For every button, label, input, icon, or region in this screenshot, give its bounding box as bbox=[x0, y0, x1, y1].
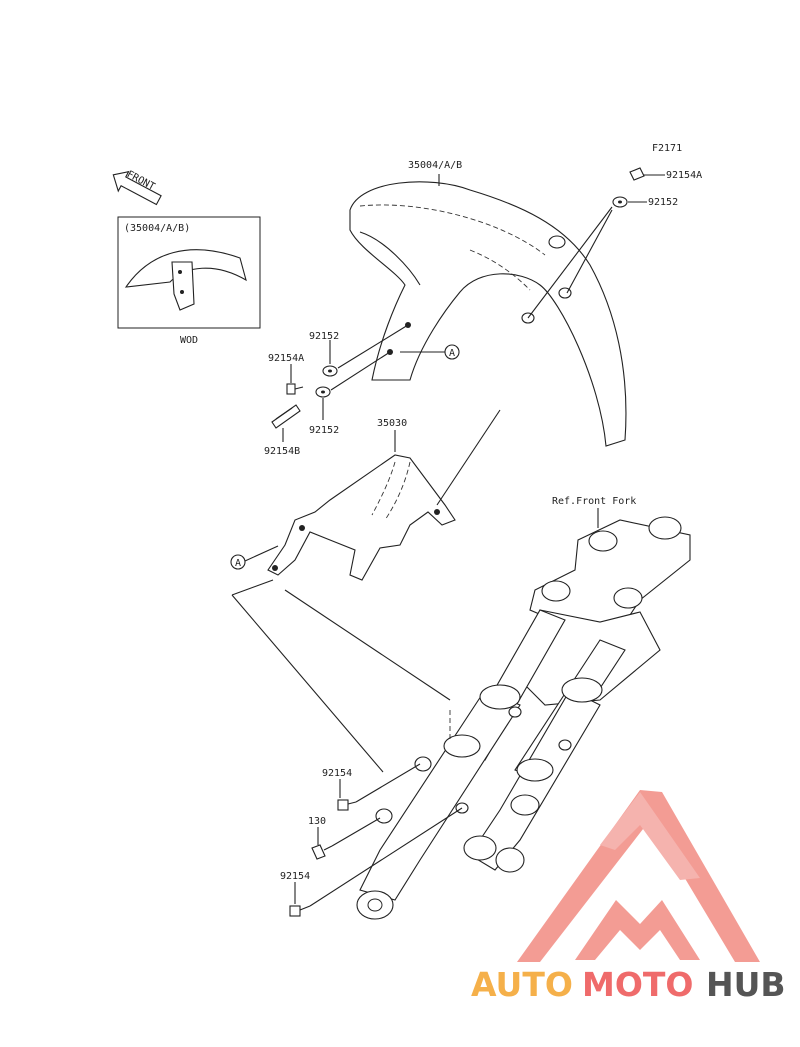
label-bolt-b: 92154B bbox=[264, 446, 300, 457]
callout-a-upper bbox=[444, 344, 460, 360]
bolt-92154a-left bbox=[286, 383, 304, 395]
watermark-text-moto: MOTO bbox=[582, 965, 693, 1004]
washer-92152-left-low bbox=[315, 386, 331, 398]
callout-a-lower-label: A bbox=[235, 558, 241, 569]
washer-92152-left bbox=[322, 365, 338, 377]
label-bracket: 35030 bbox=[377, 418, 407, 429]
bolt-92154-upper bbox=[337, 799, 357, 811]
bolt-92154-lower bbox=[289, 905, 311, 917]
washer-92152-top bbox=[612, 196, 628, 208]
bolt-92154b bbox=[271, 404, 301, 429]
label-washer-top: 92152 bbox=[648, 197, 678, 208]
bolt-92154a-top bbox=[629, 167, 645, 181]
bolt-130 bbox=[311, 844, 333, 860]
inset-fender-icon bbox=[124, 249, 247, 311]
front-fender bbox=[349, 181, 627, 447]
bracket-35030 bbox=[267, 454, 456, 581]
diagram-code: F2171 bbox=[652, 143, 682, 154]
label-bolt-a-top: 92154A bbox=[666, 170, 702, 181]
inset-caption: WOD bbox=[180, 335, 198, 346]
front-arrow-icon bbox=[112, 170, 162, 206]
inset-label: (35004/A/B) bbox=[124, 223, 190, 234]
watermark-text-auto: AUTO bbox=[471, 965, 573, 1004]
watermark-logo-icon bbox=[517, 790, 760, 962]
front-fork bbox=[356, 516, 691, 920]
callout-a-upper-label: A bbox=[449, 348, 455, 359]
label-washer-left-low: 92152 bbox=[309, 425, 339, 436]
label-fender: 35004/A/B bbox=[408, 160, 462, 171]
label-ref-front-fork: Ref.Front Fork bbox=[552, 496, 636, 507]
label-bolt-a-left: 92154A bbox=[268, 353, 304, 364]
label-bolt-130: 130 bbox=[308, 816, 326, 827]
watermark-text-hub: HUB bbox=[706, 965, 786, 1004]
callout-a-lower bbox=[230, 554, 246, 570]
label-bolt-fork-upper: 92154 bbox=[322, 768, 352, 779]
label-washer-left: 92152 bbox=[309, 331, 339, 342]
label-bolt-fork-lower: 92154 bbox=[280, 871, 310, 882]
